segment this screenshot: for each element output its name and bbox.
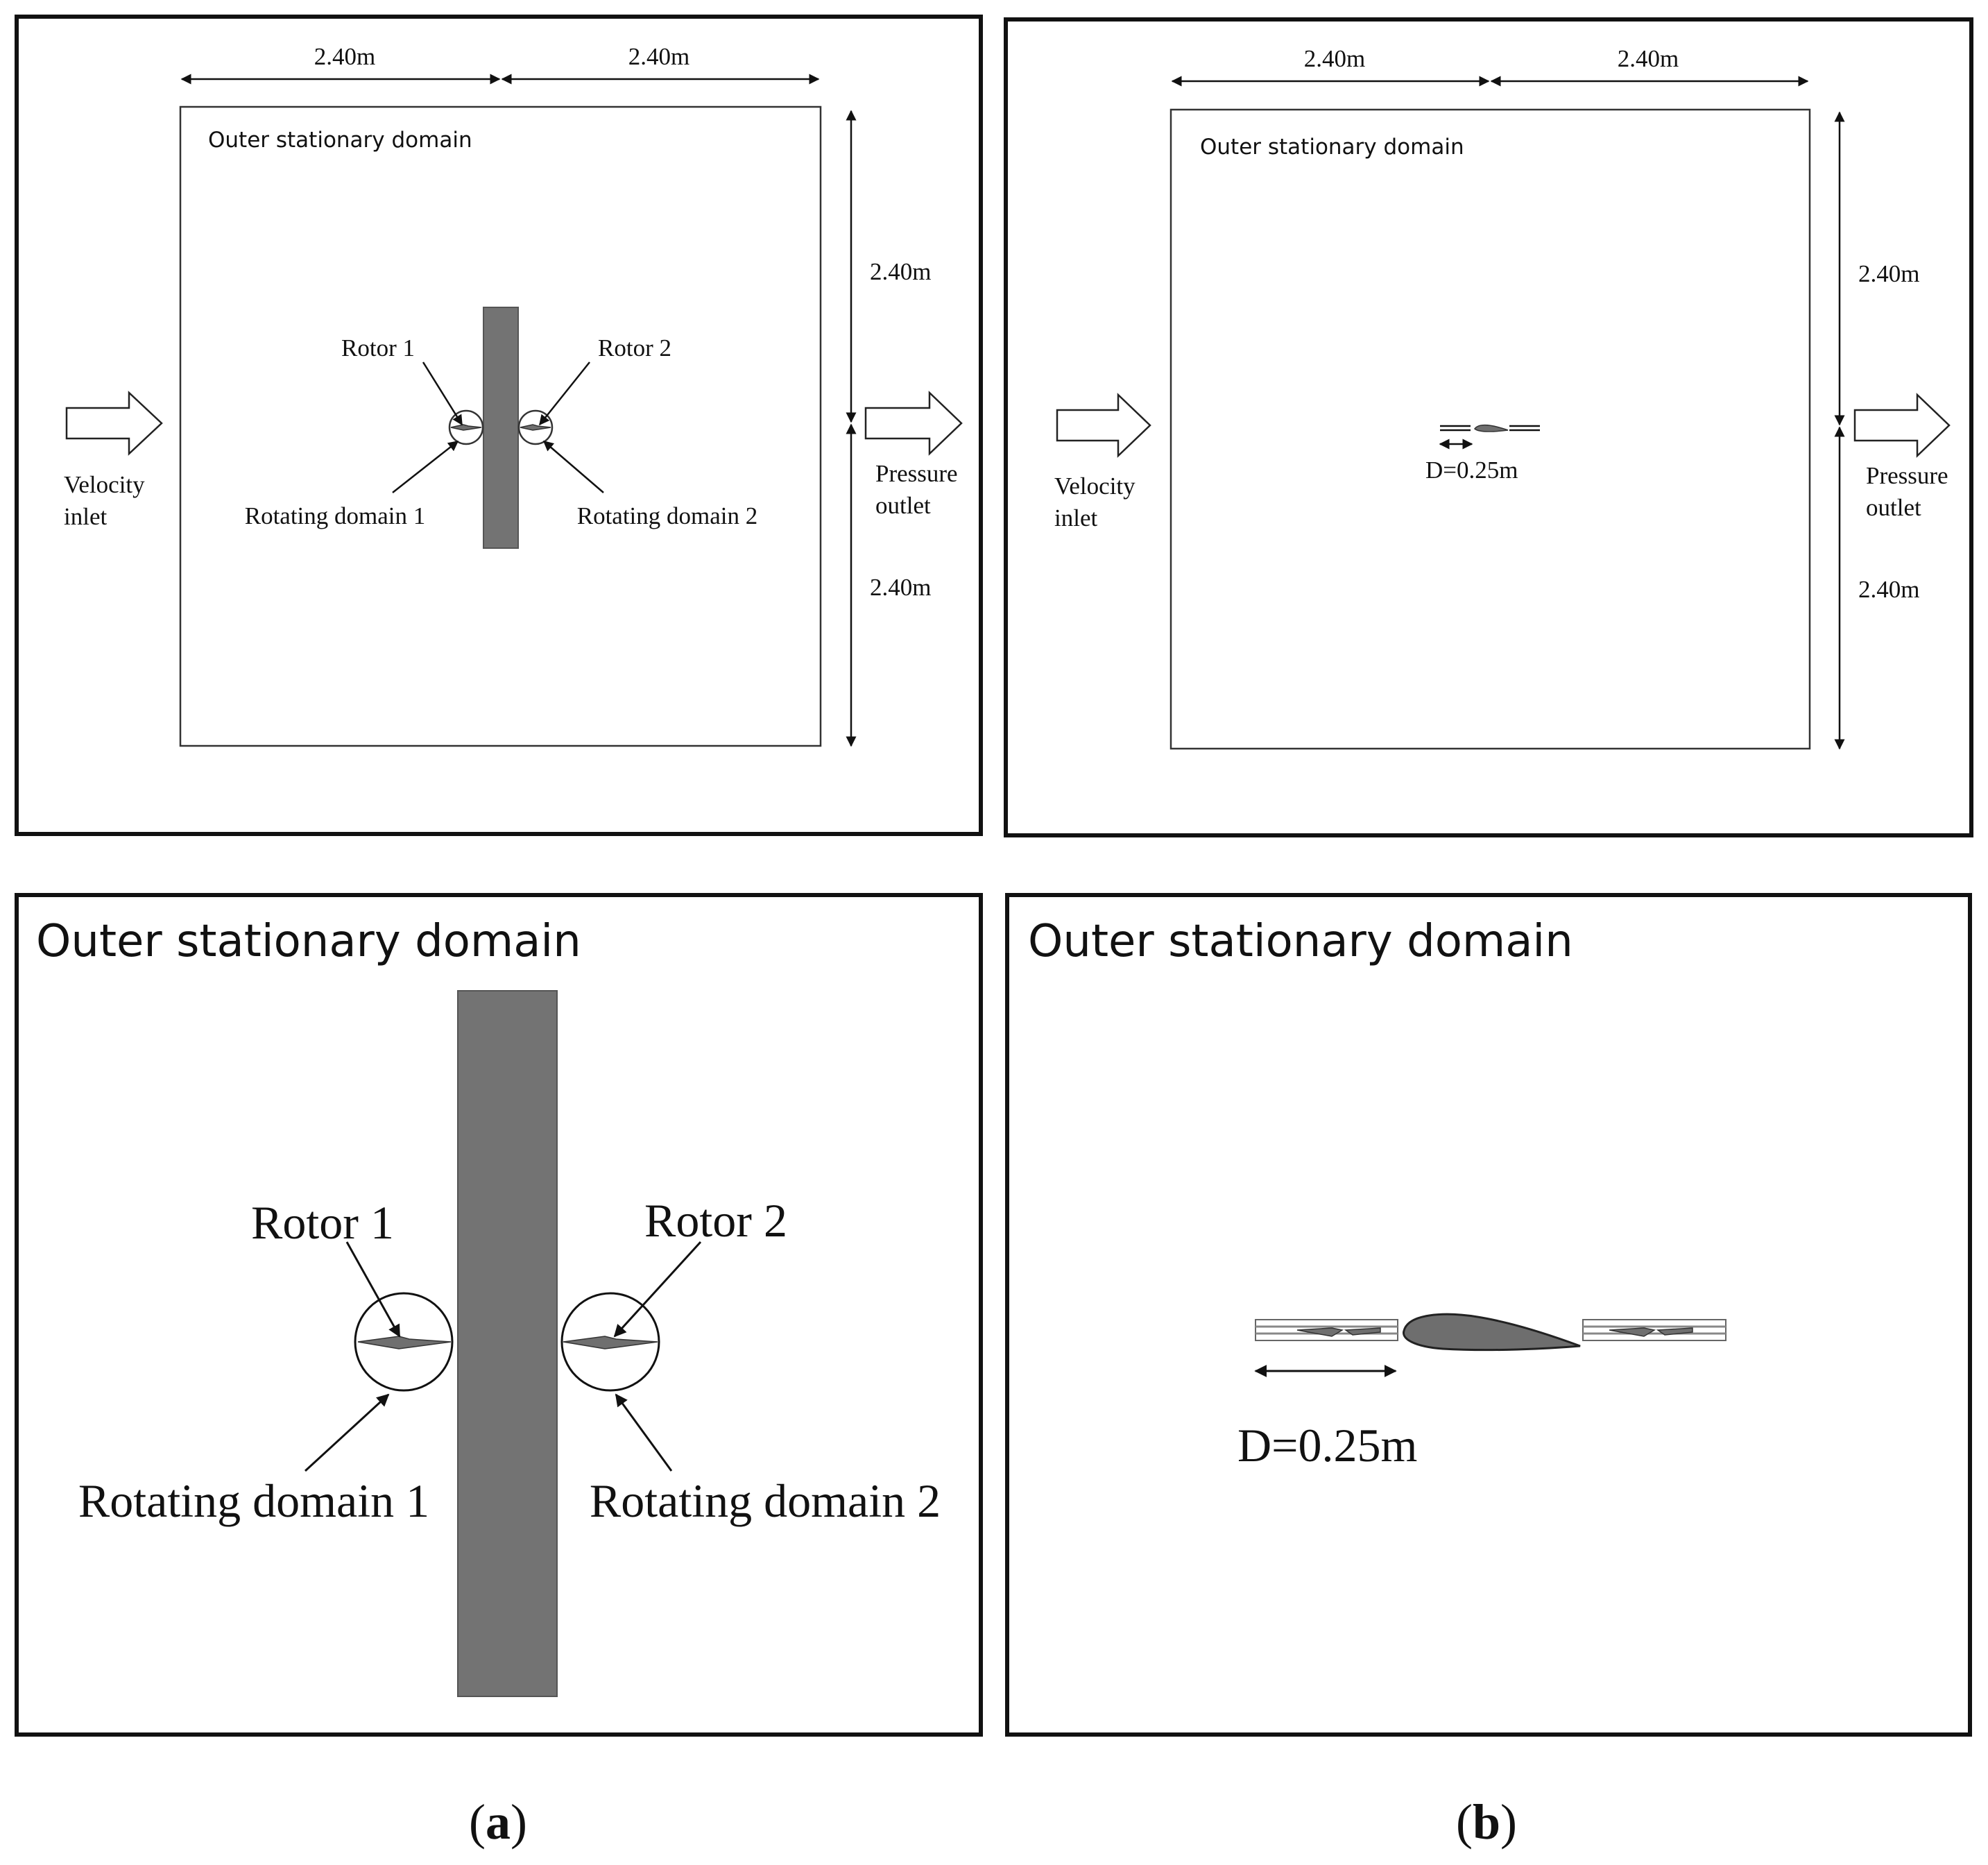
panel-a-full-frame [15,15,983,836]
velocity-inlet-line1-b: Velocity [1054,472,1136,500]
panel-a-zoom: Outer stationary domain Rotor 1 Rotor 2 … [15,893,983,1737]
pressure-outlet-arrow [864,391,963,456]
caption-b-open: ( [1456,1794,1473,1850]
leader-rotor-1-zoom [345,1241,401,1338]
panel-b-full-frame [1004,17,1973,837]
dim-right-upper: 2.40m [870,258,931,285]
diameter-label-zoom: D=0.25m [1237,1419,1417,1472]
diameter-label-small: D=0.25m [1425,457,1518,484]
rotating-domain-2-circle [517,409,554,445]
caption-a-open: ( [469,1794,486,1850]
rotor-1-blade-zoom [357,1336,452,1349]
rotating-domain-1-label-zoom: Rotating domain 1 [78,1474,429,1527]
rotor-2-label: Rotor 2 [598,334,671,361]
outer-domain-box-b [1169,108,1811,750]
caption-b-close: ) [1500,1794,1517,1850]
pressure-outlet-line2-b: outlet [1866,494,1921,521]
rotating-domain-2-circle-zoom [560,1292,660,1392]
pylon [483,307,519,549]
outer-domain-box [179,105,822,747]
velocity-inlet-line2-b: inlet [1054,504,1097,531]
dim-right-lower-b: 2.40m [1858,576,1919,603]
nacelle-side-small [1473,424,1509,432]
rotating-domain-2-label-zoom: Rotating domain 2 [590,1474,941,1527]
dim-top-left: 2.40m [314,43,375,70]
caption-a-letter: a [486,1794,511,1850]
outer-domain-label-zoom-a: Outer stationary domain [36,916,581,967]
rotor-left-blade-side [1296,1327,1344,1337]
caption-b-letter: b [1473,1794,1500,1850]
velocity-inlet-line2: inlet [64,503,107,530]
velocity-inlet-arrow-b [1056,393,1151,458]
rotor-right-blade-side-2 [1656,1327,1693,1336]
rotor-2-blade-zoom [563,1336,658,1349]
pressure-outlet-arrow-b [1853,393,1951,458]
dim-top-right: 2.40m [628,43,689,70]
rotating-domain-1-circle-zoom [354,1292,454,1392]
pylon-zoom [457,990,558,1697]
nacelle-side-zoom [1403,1313,1581,1352]
panel-a-zoom-frame [15,893,983,1737]
leader-rotor-1 [422,361,463,426]
outer-domain-label: Outer stationary domain [208,128,472,153]
panel-a-full: 2.40m 2.40m 2.40m 2.40m Outer stationary… [15,15,983,836]
leader-rotating-2 [542,441,604,493]
dim-right-upper-b: 2.40m [1858,260,1919,287]
rotating-domain-1-label: Rotating domain 1 [245,502,426,529]
outer-domain-label-b: Outer stationary domain [1200,135,1464,160]
leader-rotor-2 [539,361,590,426]
leader-rotating-2-zoom [615,1393,673,1472]
dim-top-left-b: 2.40m [1304,45,1365,72]
rotor-1-blade [450,424,482,431]
panel-b-zoom-frame [1005,893,1972,1737]
rotor-1-label-zoom: Rotor 1 [251,1196,394,1249]
rotating-domain-1-circle [448,409,484,445]
pressure-outlet-line2: outlet [875,492,931,519]
rotating-domain-2-label: Rotating domain 2 [577,502,758,529]
panel-b-zoom: Outer stationary domain D=0.25m [1005,893,1972,1737]
rotor-left-blade-side-2 [1344,1327,1381,1336]
pressure-outlet-line1-b: Pressure [1866,462,1948,489]
velocity-inlet-arrow [65,391,163,456]
dim-right-lower: 2.40m [870,574,931,601]
caption-b: (b) [1456,1794,1517,1850]
dim-top-right-b: 2.40m [1618,45,1679,72]
rotor-right-blade-side [1609,1327,1656,1337]
panel-b-full: 2.40m 2.40m 2.40m 2.40m Outer stationary… [1004,17,1973,837]
rotor-2-blade [520,424,551,431]
rotor-1-label: Rotor 1 [341,334,415,361]
velocity-inlet-line1: Velocity [64,471,145,498]
leader-rotating-1 [392,441,459,493]
leader-rotating-1-zoom [304,1393,390,1472]
caption-a: (a) [469,1794,527,1850]
rotor-2-label-zoom: Rotor 2 [644,1194,787,1247]
outer-domain-label-zoom-b: Outer stationary domain [1028,916,1573,967]
caption-a-close: ) [511,1794,527,1850]
leader-rotor-2-zoom [613,1241,702,1338]
pressure-outlet-line1: Pressure [875,460,958,487]
